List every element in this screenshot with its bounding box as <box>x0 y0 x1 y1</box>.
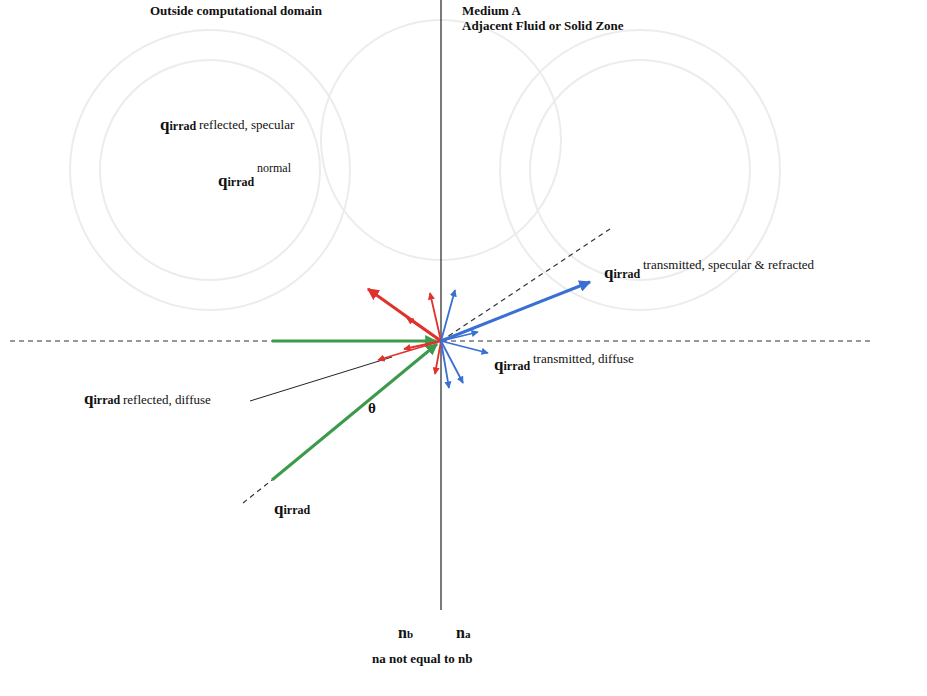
angle-label: θ <box>368 400 376 417</box>
flux-symbol: qirrad <box>274 500 310 519</box>
reflected-ray <box>368 289 441 374</box>
refractive-index: na <box>456 624 470 642</box>
leader-line <box>250 357 392 401</box>
incident-extension <box>441 229 610 341</box>
region-label: Medium A <box>462 4 521 18</box>
region-label: Adjacent Fluid or Solid Zone <box>462 19 624 33</box>
flux-label: reflected, specular <box>199 118 294 132</box>
transmitted-ray <box>441 282 590 388</box>
flux-label: transmitted, specular & refracted <box>643 258 814 272</box>
flux-label: normal <box>257 162 291 175</box>
flux-symbol: qirrad <box>84 390 120 409</box>
interface-line <box>440 0 441 610</box>
region-label: Outside computational domain <box>150 4 322 18</box>
note: na not equal to nb <box>372 652 472 666</box>
flux-symbol: qirrad <box>604 264 640 283</box>
flux-label: transmitted, diffuse <box>533 352 634 366</box>
flux-symbol: qirrad <box>160 116 196 135</box>
flux-symbol: qirrad <box>494 356 530 375</box>
incident-extension <box>243 480 272 503</box>
flux-symbol: qirrad <box>218 172 254 191</box>
flux-label: reflected, diffuse <box>123 393 211 407</box>
refractive-index: nb <box>398 624 413 642</box>
incident-ray <box>272 341 437 480</box>
